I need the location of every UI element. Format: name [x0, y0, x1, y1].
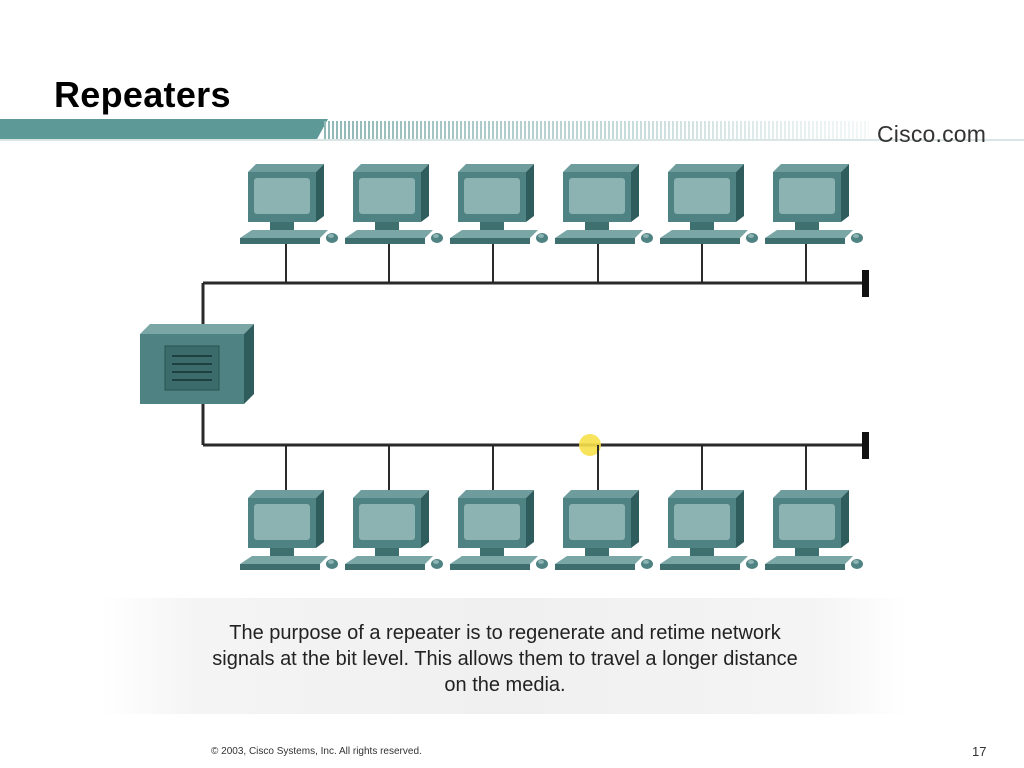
- upper-host: [345, 164, 443, 244]
- lower-terminator: [862, 432, 869, 459]
- caption-line: on the media.: [444, 674, 566, 696]
- lower-host: [240, 490, 338, 570]
- caption-text: The purpose of a repeater is to regenera…: [102, 620, 908, 698]
- lower-drops: [285, 445, 807, 490]
- lower-host: [555, 490, 653, 570]
- caption-line: signals at the bit level. This allows th…: [212, 648, 798, 670]
- page-number: 17: [972, 744, 987, 759]
- repeater-diagram: [140, 164, 869, 570]
- upper-terminator: [862, 270, 869, 297]
- upper-host: [450, 164, 548, 244]
- header-banner: [0, 119, 1024, 141]
- upper-host: [660, 164, 758, 244]
- repeater-device: [140, 324, 254, 404]
- lower-host: [660, 490, 758, 570]
- caption-box: The purpose of a repeater is to regenera…: [102, 598, 908, 714]
- signal-marker: [579, 434, 601, 456]
- lower-host: [345, 490, 443, 570]
- upper-host: [765, 164, 863, 244]
- upper-drops: [285, 244, 807, 283]
- lower-host: [765, 490, 863, 570]
- slide-title: Repeaters: [54, 74, 231, 115]
- caption-line: The purpose of a repeater is to regenera…: [229, 622, 781, 644]
- upper-host: [240, 164, 338, 244]
- lower-host: [450, 490, 548, 570]
- copyright-footer: © 2003, Cisco Systems, Inc. All rights r…: [211, 746, 422, 757]
- cisco-logo: Cisco.com: [877, 121, 987, 147]
- upper-host: [555, 164, 653, 244]
